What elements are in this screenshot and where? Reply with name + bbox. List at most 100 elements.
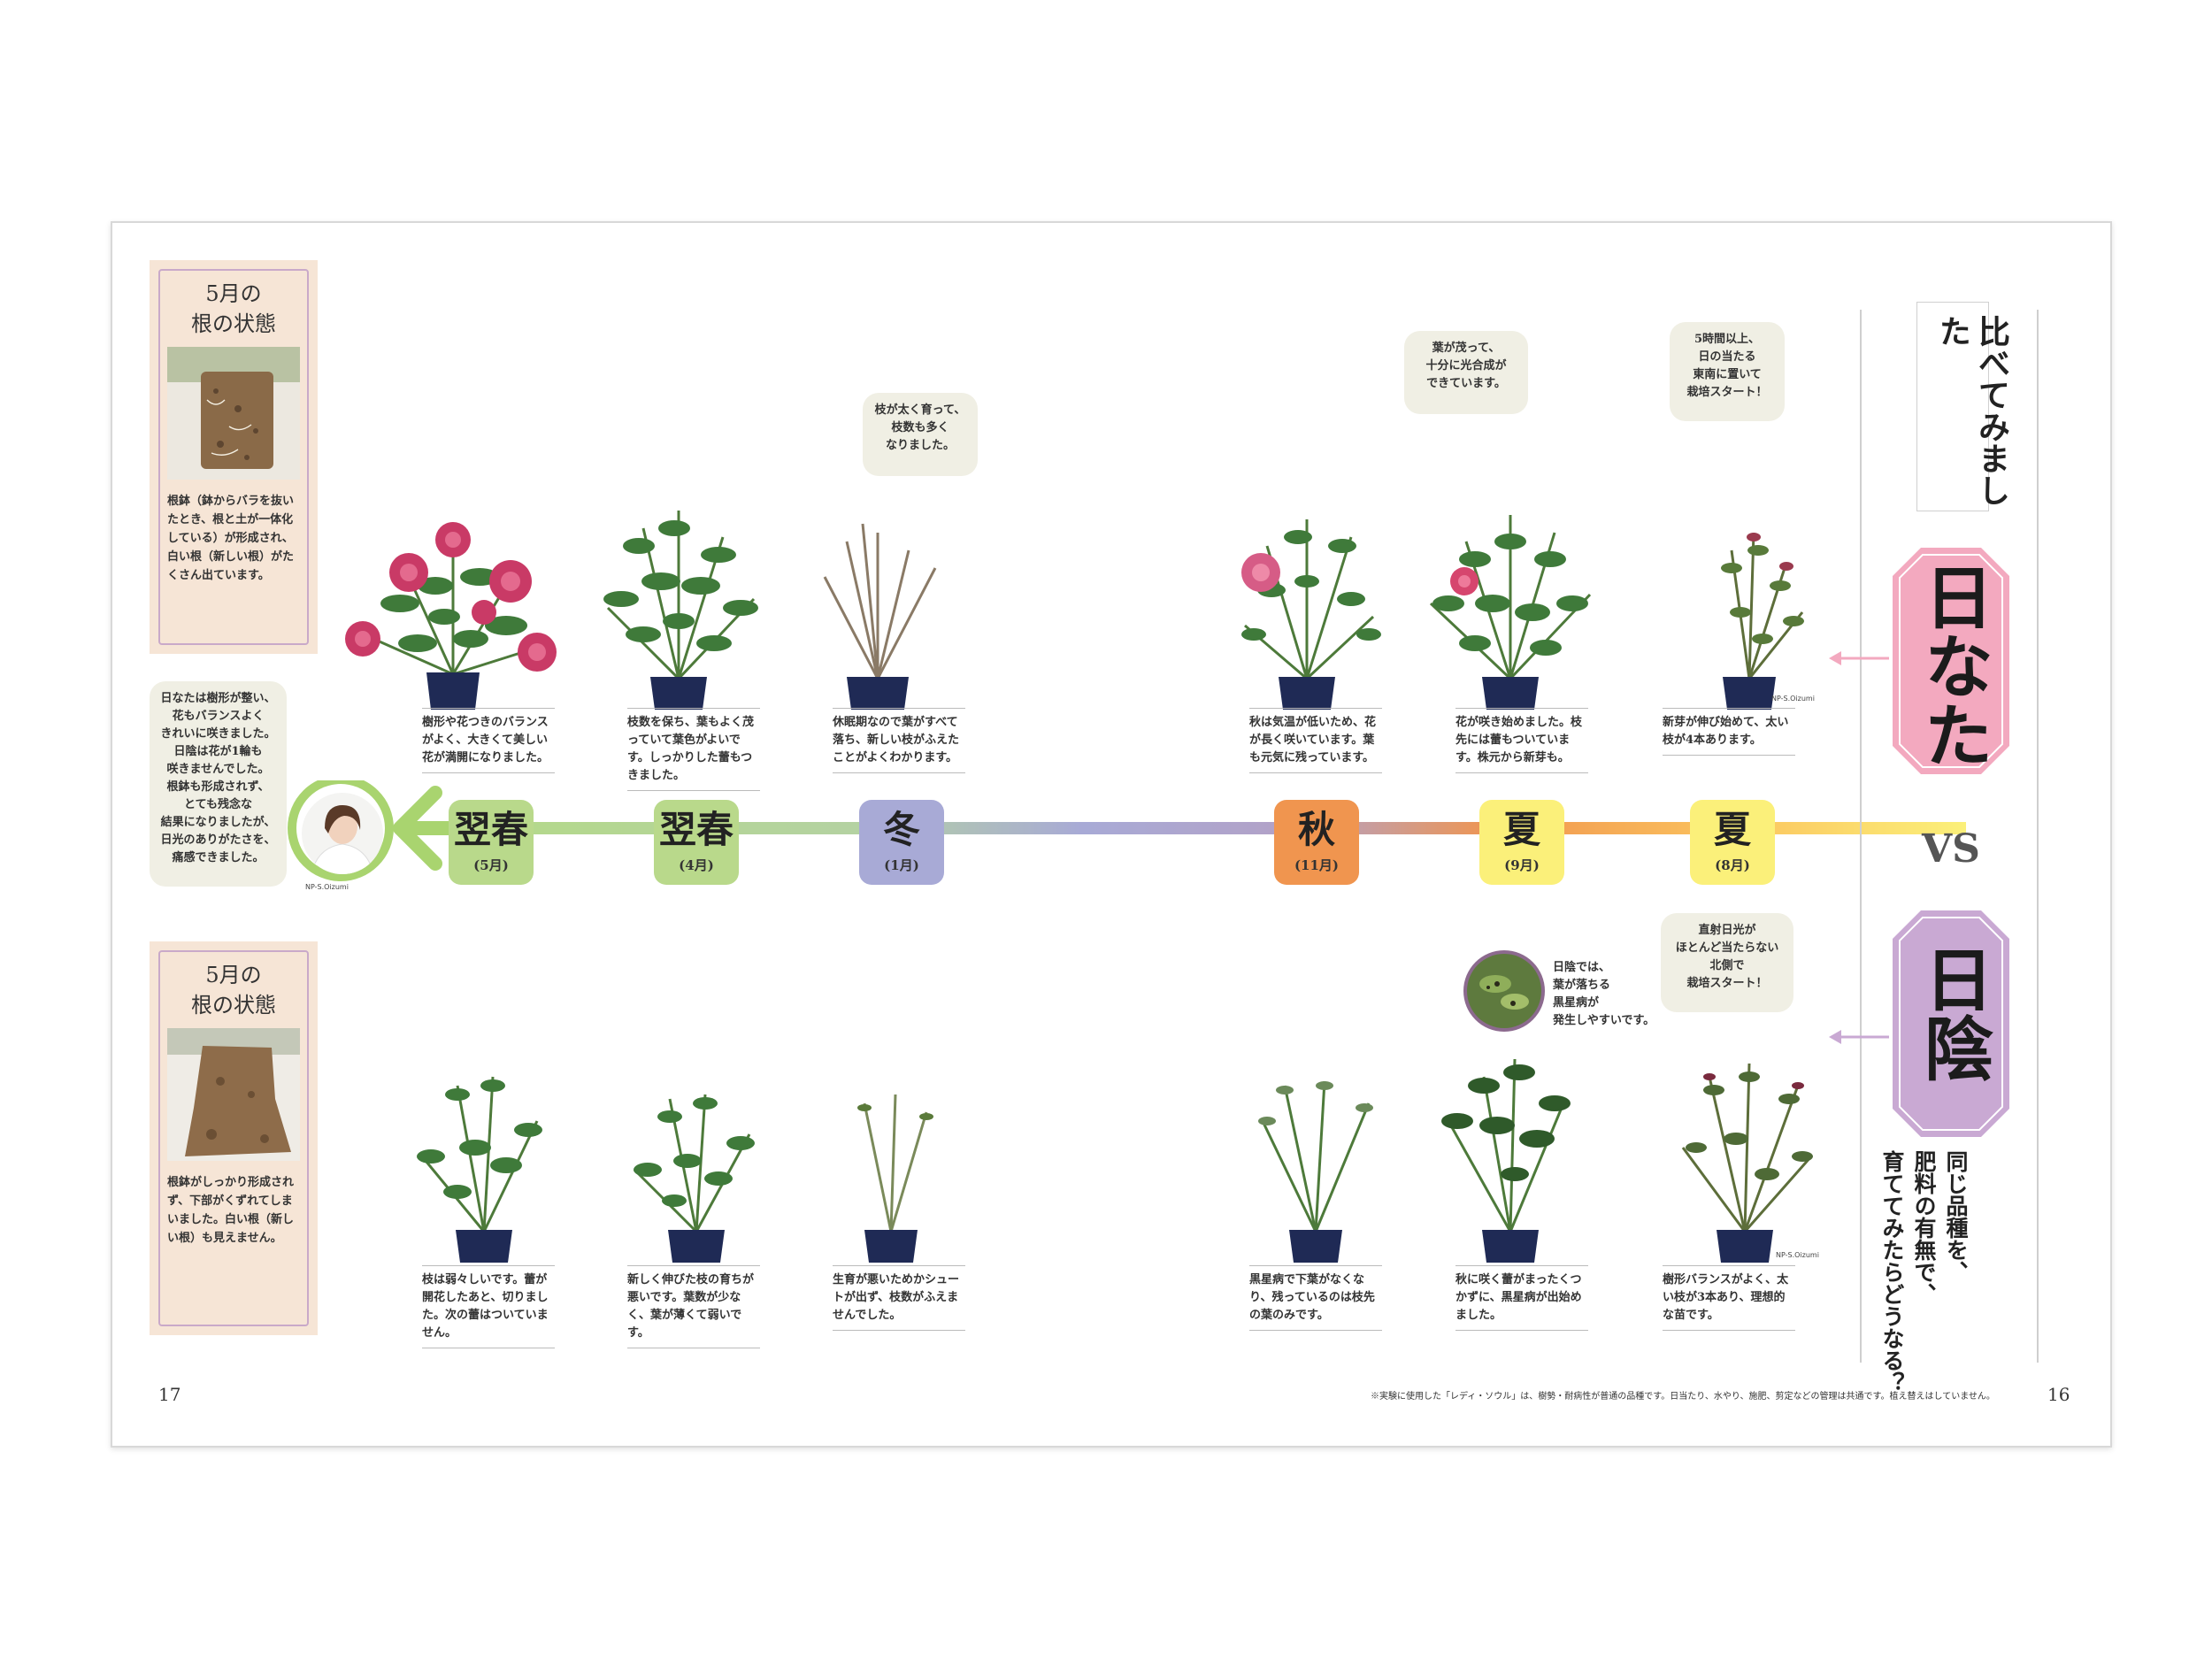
bubble-line: 枝が太く育って、	[874, 403, 966, 417]
comment-line: きれいに咲きました。	[160, 727, 276, 741]
caption-shade-april: 新しく伸びた枝の育ちが悪いです。葉数が少なく、葉が薄くて弱いです。	[627, 1265, 760, 1348]
rose-plant-shade-november	[1258, 1080, 1373, 1263]
root-box-title-line2: 根の状態	[191, 311, 276, 336]
page-number-left: 17	[158, 1384, 181, 1405]
note-line: 黒星病が	[1553, 996, 1600, 1010]
photo-credit: NP-S.Oizumi	[305, 883, 349, 891]
comment-line: 日光のありがたさを、	[160, 833, 276, 847]
decorative-frame	[158, 950, 309, 1326]
note-line: 葉が落ちる	[1553, 979, 1611, 992]
author-photo	[302, 793, 383, 874]
bubble-line: 枝数も多く	[891, 421, 949, 434]
rose-plant-sunny-may	[345, 522, 557, 710]
shade-label-badge: 日陰	[1891, 909, 2011, 1139]
season-month: (4月)	[679, 857, 714, 873]
season-month: (8月)	[1715, 857, 1750, 873]
shade-label: 日陰	[1913, 944, 1993, 1082]
caption-sunny-january: 休眠期なので葉がすべて落ち、新しい枝がふえたことがよくわかります。	[833, 708, 965, 773]
comment-line: 結果になりましたが、	[160, 816, 276, 829]
caption-shade-september: 秋に咲く蕾がまったくつかずに、黒星病が出始めました。	[1455, 1265, 1588, 1331]
root-box-title-line2: 根の状態	[191, 993, 276, 1018]
root-box-title-line1: 5月の	[205, 281, 262, 306]
subtitle-line: 肥料の有無で、	[1911, 1150, 1937, 1305]
note-line: 日陰では、	[1553, 961, 1611, 974]
comment-line: 痛感できました。	[172, 851, 265, 864]
bubble-line: 栽培スタート！	[1686, 977, 1768, 990]
season-label: 翌春	[658, 808, 733, 851]
rose-plant-shade-may	[417, 1076, 542, 1263]
photo-credit: NP-S.Oizumi	[1776, 1251, 1819, 1259]
subtitle-vertical: 同じ品種を、 肥料の有無で、 育ててみたらどうなる？	[1878, 1150, 1970, 1433]
caption-shade-november: 黒星病で下葉がなくなり、残っているのは枝先の葉のみです。	[1249, 1265, 1382, 1331]
root-box-title-line1: 5月の	[205, 963, 262, 987]
comment-line: とても残念な	[184, 798, 252, 811]
season-label: 夏	[1713, 808, 1751, 851]
sunny-label-badge: 日なた	[1891, 546, 2011, 776]
column-divider	[2037, 310, 2039, 1363]
disease-note: 日陰では、 葉が落ちる 黒星病が 発生しやすいです。	[1553, 959, 1668, 1030]
root-ball-photo	[167, 1028, 300, 1161]
season-summer-august: 夏 (8月)	[1690, 800, 1775, 885]
comment-line: 咲きませんでした。	[166, 763, 270, 776]
bubble-line: 栽培スタート！	[1686, 386, 1768, 399]
footnote: ※実験に使用した「レディ・ソウル」は、樹勢・耐病性が普通の品種です。日当たり、水…	[1371, 1392, 1995, 1402]
comment-line: 花もバランスよく	[172, 710, 265, 723]
bubble-line: 北側で	[1709, 959, 1745, 972]
season-month: (11月)	[1294, 857, 1340, 873]
magazine-spread: 5月の 根の状態 根鉢（鉢からバラを抜いたとき、根と土が一体化している）が形成さ…	[111, 221, 2112, 1448]
caption-shade-august: 樹形バランスがよく、太い枝が3本あり、理想的な苗です。	[1663, 1265, 1795, 1331]
caption-shade-may: 枝は弱々しいです。蕾が開花したあと、切りました。次の蕾はついていません。	[422, 1265, 555, 1348]
season-spring-may: 翌春 (5月)	[449, 800, 534, 885]
season-label: 夏	[1502, 808, 1540, 851]
season-month: (5月)	[473, 857, 509, 873]
badge-shape	[1893, 910, 2009, 1137]
bubble-line: ほとんど当たらない	[1675, 941, 1779, 955]
title-box: 比べてみました	[1917, 303, 2010, 511]
root-state-box-shade: 5月の 根の状態 根鉢がしっかり形成されず、下部がくずれてしまいました。白い根（…	[150, 941, 318, 1335]
speech-bubble-august-sunny: 5時間以上、 日の当たる 東南に置いて 栽培スタート！	[1670, 322, 1785, 421]
subtitle-line: 育ててみたらどうなる？	[1879, 1150, 1905, 1394]
caption-sunny-september: 花が咲き始めました。枝先には蕾もついています。株元から新芽も。	[1455, 708, 1588, 773]
author-comment-bubble: 日なたは樹形が整い、 花もバランスよく きれいに咲きました。 日陰は花が1輪も …	[150, 681, 287, 887]
decorative-frame	[158, 269, 309, 645]
season-summer-september: 夏 (9月)	[1479, 800, 1564, 885]
root-box-text: 根鉢（鉢からバラを抜いたとき、根と土が一体化している）が形成され、白い根（新しい…	[167, 495, 295, 582]
rose-plant-shade-april	[633, 1094, 755, 1263]
season-label: 冬	[882, 808, 920, 851]
subtitle-line: 同じ品種を、	[1943, 1150, 1969, 1283]
speech-bubble-winter: 枝が太く育って、 枝数も多く なりました。	[863, 393, 978, 476]
bubble-line: できています。	[1426, 377, 1506, 390]
season-autumn-november: 秋 (11月)	[1274, 800, 1359, 885]
rose-plant-sunny-september	[1429, 515, 1592, 710]
rose-plant-shade-september	[1441, 1058, 1571, 1263]
root-ball-photo	[167, 347, 300, 480]
root-box-text: 根鉢がしっかり形成されず、下部がくずれてしまいました。白い根（新しい根）も見えま…	[167, 1176, 295, 1245]
season-month: (1月)	[884, 857, 919, 873]
shade-pointer-arrow	[1829, 1030, 1889, 1044]
rose-plant-shade-january	[857, 1094, 933, 1263]
page-number-right: 16	[2047, 1384, 2070, 1405]
season-month: (9月)	[1504, 857, 1540, 873]
comment-line: 根鉢も形成されず、	[166, 780, 270, 794]
bubble-line: 直射日光が	[1698, 924, 1756, 937]
season-label: 翌春	[453, 808, 528, 851]
bubble-line: 東南に置いて	[1693, 368, 1762, 381]
caption-sunny-april: 枝数を保ち、葉もよく茂っていて葉色がよいです。しっかりした蕾もつきました。	[627, 708, 760, 791]
bubble-line: 葉が茂って、	[1432, 342, 1501, 355]
sunny-pointer-arrow	[1829, 651, 1889, 665]
rose-plant-shade-august	[1681, 1063, 1813, 1263]
caption-sunny-may: 樹形や花つきのバランスがよく、大きくて美しい花が満開になりました。	[422, 708, 555, 773]
column-divider	[1860, 310, 1862, 1363]
bubble-line: 5時間以上、	[1694, 333, 1761, 346]
bubble-line: 日の当たる	[1698, 350, 1756, 364]
note-line: 発生しやすいです。	[1553, 1014, 1655, 1027]
bubble-line: なりました。	[885, 439, 955, 452]
rose-plant-sunny-january	[823, 523, 937, 710]
badge-shape	[1893, 548, 2009, 774]
rose-plant-sunny-august	[1721, 532, 1804, 710]
sunny-label: 日なた	[1913, 562, 1993, 769]
caption-sunny-august: 新芽が伸び始めて、太い枝が4本あります。	[1663, 708, 1795, 756]
title-vertical: 比べてみました	[1934, 315, 2010, 506]
season-winter-january: 冬 (1月)	[859, 800, 944, 885]
versus-label: VS	[1922, 826, 1980, 872]
